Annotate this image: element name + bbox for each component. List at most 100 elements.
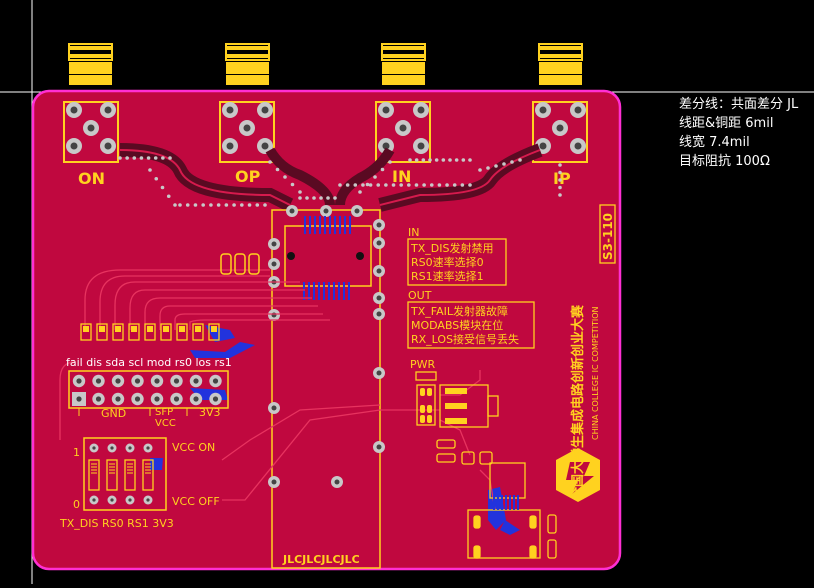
out-box-line-3: RX_LOS接受信号丢失 <box>411 333 519 346</box>
via <box>290 182 295 187</box>
via <box>247 203 252 207</box>
header-pin-hole <box>154 396 160 402</box>
competition-name-cn: 全国大学生集成电路创新创业大赛 <box>570 304 586 501</box>
header-pin-hole <box>154 378 160 384</box>
pwr-led[interactable] <box>415 371 437 381</box>
right-note-line-2: 线距&铜距 6mil <box>679 116 774 131</box>
header-pin-hole <box>193 396 199 402</box>
usb-connector-pins <box>493 495 519 510</box>
sma-connector-4[interactable] <box>532 43 588 163</box>
dip-switch-label-1: 1 <box>73 446 80 459</box>
power-switch-pad <box>445 388 467 394</box>
pwr-pad <box>420 388 425 396</box>
via <box>275 167 280 172</box>
sma-connector-2[interactable] <box>219 43 275 163</box>
via <box>414 158 419 162</box>
via-fence <box>118 156 562 207</box>
connector-label-ip: IP <box>553 169 571 188</box>
via <box>558 185 562 190</box>
out-box-line-2: MODABS模块在位 <box>411 318 503 332</box>
via <box>263 203 267 207</box>
header-pin-hole <box>115 396 121 402</box>
in-box-line-2: RS0速率选择0 <box>411 255 484 269</box>
power-switch-pad <box>445 418 467 424</box>
via <box>558 193 562 197</box>
dip-switch-slot[interactable] <box>88 459 100 491</box>
smd-pullup-resistors[interactable] <box>80 323 220 341</box>
connector-label-op: OP <box>235 167 261 186</box>
pwr-resistor[interactable] <box>416 384 436 426</box>
dip-pin-hole <box>92 498 96 502</box>
via <box>452 183 457 187</box>
via <box>445 183 449 187</box>
via <box>338 183 342 187</box>
dip-switch-outline[interactable] <box>83 437 167 511</box>
connector-label-in: IN <box>392 167 411 186</box>
header-pin-hole <box>193 378 199 384</box>
via <box>353 183 358 187</box>
via <box>193 203 198 207</box>
via <box>399 183 403 187</box>
out-box-line-1: TX_FAIL发射器故障 <box>410 304 508 318</box>
via <box>441 158 446 162</box>
dip-switch-slot[interactable] <box>124 459 136 491</box>
sma-connector-1[interactable] <box>63 43 119 163</box>
via <box>161 156 165 160</box>
via <box>255 203 260 207</box>
pin-header-outline[interactable] <box>68 370 229 409</box>
dip-switch-slot[interactable] <box>106 459 118 491</box>
via <box>468 158 472 162</box>
dip-switch-vcc-on-label: VCC ON <box>172 441 215 454</box>
dip-pin-hole <box>92 446 96 450</box>
via <box>478 168 482 172</box>
signal-traces[interactable] <box>59 269 496 511</box>
competition-name-en: CHINA COLLEGE IC COMPETITION <box>591 306 600 440</box>
via <box>558 163 562 167</box>
in-box-line-3: RS1速率选择1 <box>411 269 484 283</box>
right-note-line-3: 线宽 7.4mil <box>679 135 750 150</box>
smd-resistor-array[interactable] <box>220 253 260 275</box>
dip-pin-hole <box>146 498 150 502</box>
sfp-cage-pads[interactable] <box>268 205 385 488</box>
via <box>428 158 432 162</box>
via <box>146 156 151 160</box>
via <box>422 183 426 187</box>
via <box>173 203 177 207</box>
via <box>365 182 370 187</box>
header-pin-hole <box>134 396 141 402</box>
power-switch-lever <box>487 395 499 417</box>
via <box>429 183 434 187</box>
header-pin-hole <box>173 378 180 384</box>
differential-traces[interactable] <box>119 143 543 212</box>
jlc-marker-text: JLCJLCJLCJLC <box>282 553 360 566</box>
dip-switch-bottom-labels: TX_DIS RS0 RS1 3V3 <box>59 517 174 530</box>
via <box>421 158 426 162</box>
via <box>125 156 129 160</box>
via <box>502 162 506 166</box>
via <box>326 196 330 200</box>
header-pin-hole <box>212 396 219 402</box>
via <box>414 183 419 187</box>
header-pin-hole <box>76 396 82 402</box>
header-pin-hole <box>134 378 141 384</box>
via <box>153 156 158 160</box>
right-note-line-1: 差分线：共面差分 JL <box>679 97 799 112</box>
sfp-connector-pins[interactable] <box>287 216 364 300</box>
dip-switch-slot[interactable] <box>142 459 154 491</box>
header-pin-hole <box>115 378 121 384</box>
via <box>178 203 182 207</box>
regulator-components[interactable] <box>436 439 557 559</box>
via <box>448 158 452 162</box>
pin-header-pins[interactable] <box>72 374 222 406</box>
via <box>391 183 396 187</box>
via <box>373 175 377 179</box>
dip-switch[interactable] <box>88 443 154 505</box>
pwr-pad <box>420 405 425 413</box>
board-id-label: S3-110 <box>601 213 615 260</box>
via <box>376 183 381 187</box>
out-box <box>407 301 535 349</box>
via <box>558 178 562 182</box>
pcb-board[interactable] <box>31 89 622 571</box>
